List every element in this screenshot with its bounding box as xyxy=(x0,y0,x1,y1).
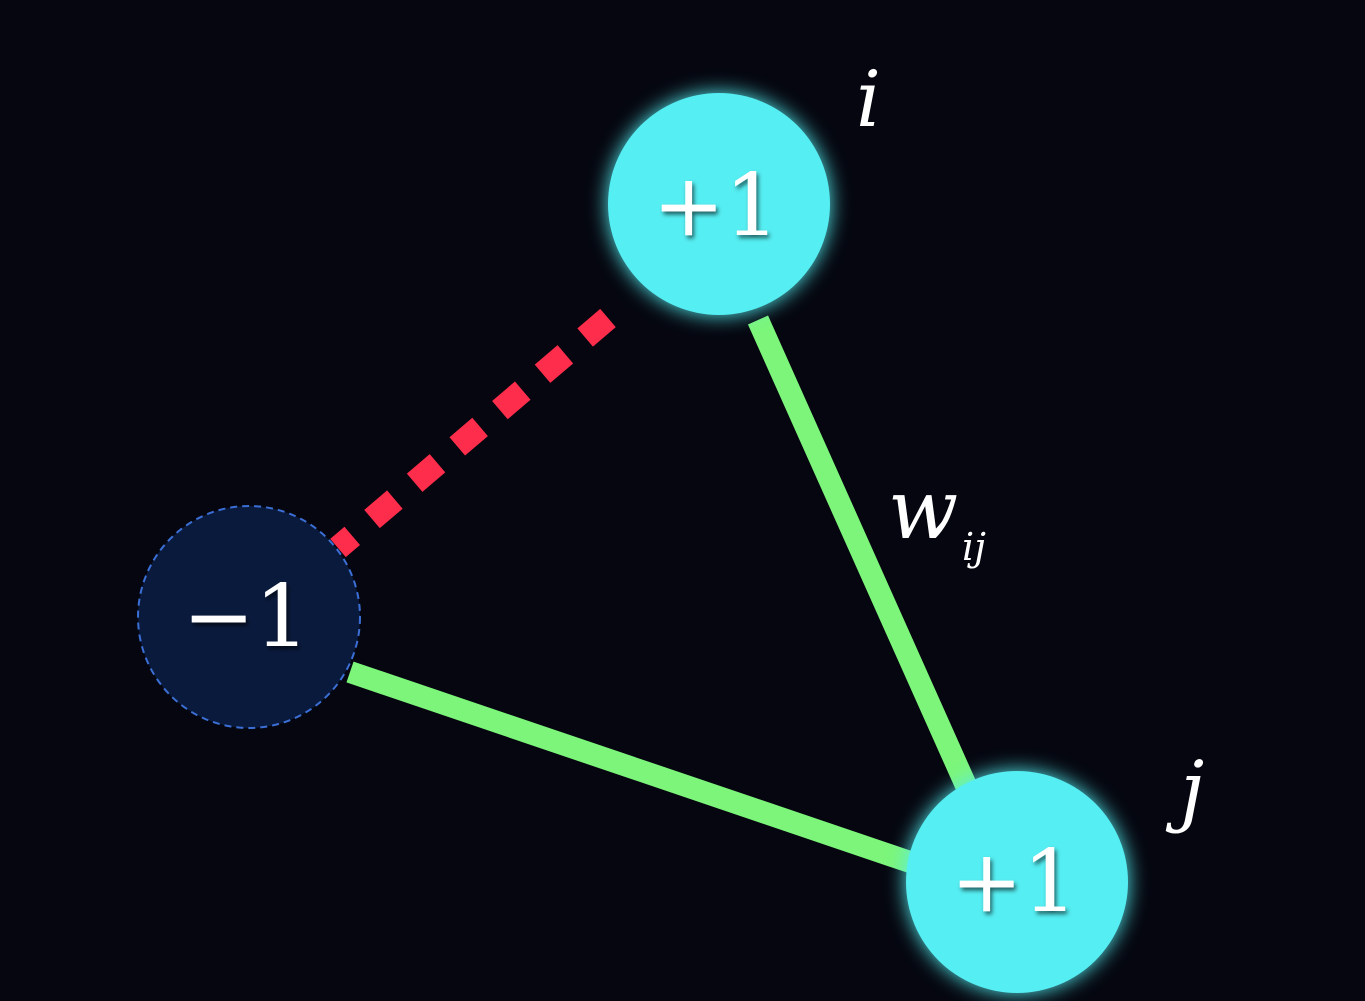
weight-symbol: w xyxy=(888,463,958,558)
node-k[interactable]: −1 xyxy=(137,505,361,729)
edge-i-k-negative xyxy=(330,308,616,558)
node-j-circle xyxy=(906,771,1128,993)
edge-i-j-positive xyxy=(747,315,979,795)
node-k-circle xyxy=(137,505,361,729)
edge-k-j-positive xyxy=(346,661,914,873)
weight-subscript: ij xyxy=(962,525,986,569)
node-j-state: +1 xyxy=(951,832,1078,932)
node-k-state: −1 xyxy=(183,567,310,667)
node-i-state: +1 xyxy=(653,156,780,256)
node-i-circle xyxy=(608,93,830,315)
node-i-label: i xyxy=(856,55,881,145)
node-i[interactable]: +1 xyxy=(608,93,830,315)
node-j[interactable]: +1 xyxy=(906,771,1128,993)
edge-weight-label: w ij xyxy=(888,463,986,569)
